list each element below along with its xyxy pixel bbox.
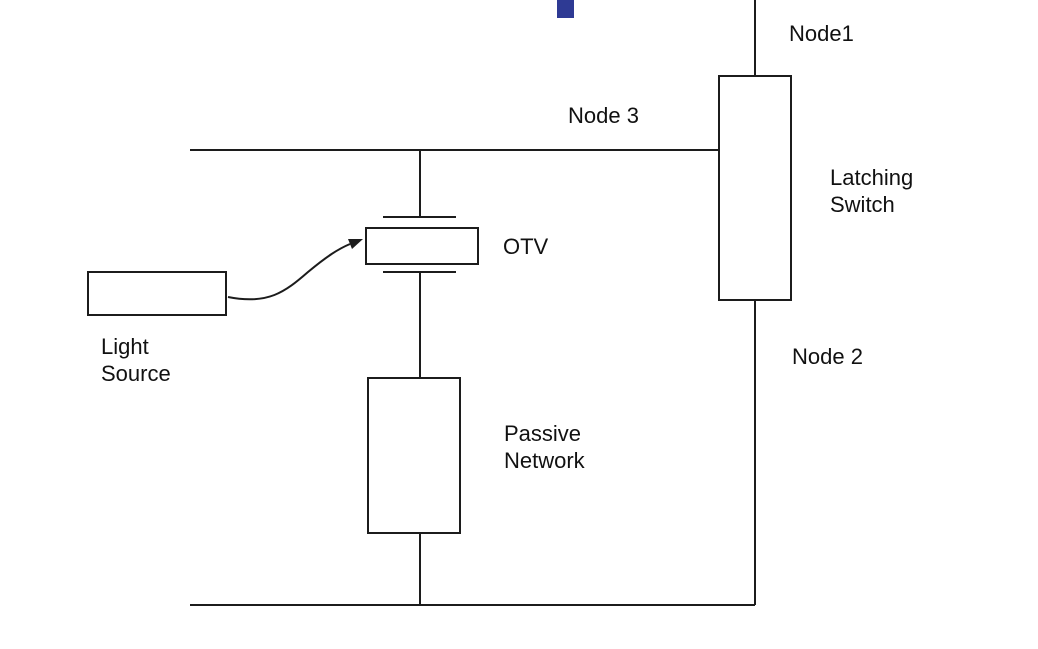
passive-network-label: Passive Network — [504, 420, 585, 474]
light-source-box — [87, 271, 227, 316]
blue-accent-bar — [557, 0, 574, 18]
otv-label: OTV — [503, 234, 549, 259]
passive-network-box — [367, 377, 461, 534]
latching-switch-label: Latching Switch — [830, 164, 913, 218]
passive-network-label-line2: Network — [504, 448, 585, 473]
light-source-label-line1: Light — [101, 334, 149, 359]
latching-switch-label-line1: Latching — [830, 165, 914, 190]
latching-switch-box — [718, 75, 792, 301]
node2-label: Node 2 — [792, 344, 863, 369]
light-source-label: Light Source — [101, 333, 171, 387]
passive-network-label-line1: Passive — [504, 421, 582, 446]
latching-switch-label-line2: Switch — [830, 192, 895, 217]
light-source-label-line2: Source — [101, 361, 171, 386]
node1-label: Node1 — [789, 21, 854, 46]
light-arrow-curve — [227, 243, 351, 301]
otv-box — [365, 227, 479, 265]
wire-group — [87, 0, 792, 606]
light-arrow-head — [348, 239, 363, 249]
node3-label: Node 3 — [568, 103, 639, 128]
